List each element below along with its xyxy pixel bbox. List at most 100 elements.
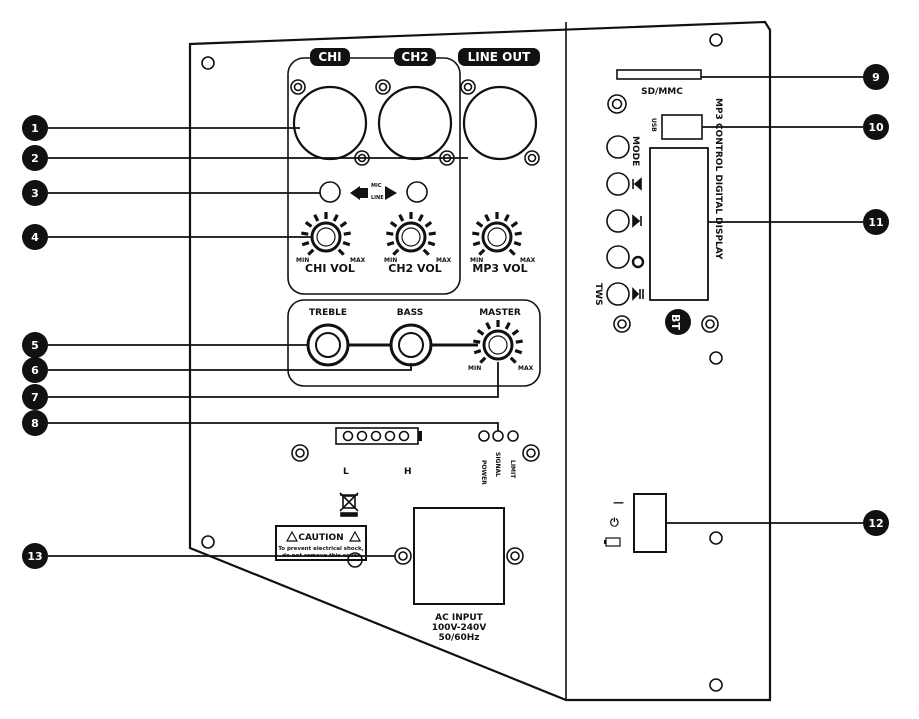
- master-volume-knob[interactable]: [473, 320, 523, 364]
- callout-11: 11: [708, 209, 889, 235]
- ch2-vol-label: CH2 VOL: [388, 262, 441, 275]
- svg-text:6: 6: [31, 364, 39, 377]
- callout-2: 2: [22, 145, 468, 171]
- usb-label: USB: [650, 118, 657, 132]
- led-l-label: L: [343, 467, 349, 477]
- svg-text:13: 13: [27, 550, 42, 563]
- play-pause-button[interactable]: [606, 282, 644, 306]
- repeat-button[interactable]: [606, 245, 645, 269]
- mounting-holes: [201, 33, 723, 692]
- master-max-label: MAX: [518, 365, 534, 372]
- ch1-vol-label: CHI VOL: [305, 262, 355, 275]
- mic-icon: [350, 186, 360, 200]
- callout-13: 13: [22, 543, 395, 569]
- svg-text:CHI: CHI: [318, 50, 341, 64]
- mp3-min-label: MIN: [470, 257, 483, 264]
- weee-bin-icon: [339, 492, 359, 517]
- treble-knob[interactable]: [306, 323, 350, 367]
- svg-text:1: 1: [31, 122, 39, 135]
- next-icon: [632, 214, 642, 228]
- ch2-mic-line-switch[interactable]: [406, 181, 428, 203]
- limit-led: [507, 430, 519, 442]
- hole-bt-left: [613, 315, 631, 333]
- led-h-label: H: [404, 467, 412, 477]
- power-on-icon: ⏻: [610, 516, 619, 529]
- digital-display: [649, 147, 709, 301]
- svg-text:CH2: CH2: [401, 50, 428, 64]
- svg-text:11: 11: [868, 216, 883, 229]
- play-pause-icon: [632, 287, 644, 301]
- callout-10: 10: [702, 114, 889, 140]
- bass-label: BASS: [397, 308, 423, 318]
- treble-label: TREBLE: [309, 308, 347, 318]
- ch2-header: CH2: [394, 48, 436, 66]
- callout-9: 9: [701, 64, 889, 90]
- battery-icon: [604, 537, 621, 547]
- tws-label: TWS: [593, 283, 603, 306]
- callout-7: 7: [22, 362, 499, 410]
- svg-text:10: 10: [868, 121, 884, 134]
- mode-button[interactable]: [606, 135, 630, 159]
- ch1-header: CHI: [310, 48, 350, 66]
- hole-caution: [347, 552, 363, 568]
- svg-text:LINE OUT: LINE OUT: [468, 50, 531, 64]
- ac-input-socket[interactable]: [413, 507, 505, 605]
- callout-1: 1: [22, 115, 300, 141]
- master-min-label: MIN: [468, 365, 481, 372]
- master-label: MASTER: [479, 308, 521, 318]
- ch1-max-label: MAX: [350, 257, 366, 264]
- svg-text:LINE: LINE: [371, 195, 384, 201]
- signal-label: SIGNAL: [494, 452, 501, 477]
- svg-text:To prevent electrical shock,: To prevent electrical shock,: [278, 546, 363, 552]
- ch2-volume-knob[interactable]: [386, 212, 436, 256]
- previous-button[interactable]: [606, 172, 642, 196]
- hole-bt-right: [701, 315, 719, 333]
- svg-text:2: 2: [31, 152, 39, 165]
- svg-text:CAUTION: CAUTION: [298, 533, 343, 543]
- svg-text:3: 3: [31, 187, 39, 200]
- ch1-input-jack[interactable]: [290, 79, 370, 166]
- previous-icon: [632, 177, 642, 191]
- ac-input-frequency: 50/60Hz: [438, 633, 479, 643]
- callout-5: 5: [22, 332, 308, 358]
- callout-6: 6: [22, 357, 412, 383]
- repeat-icon: [631, 255, 645, 269]
- next-button[interactable]: [606, 209, 642, 233]
- mic-line-indicator: MIC LINE: [350, 183, 397, 201]
- power-switch[interactable]: [633, 493, 667, 553]
- svg-text:9: 9: [872, 71, 880, 84]
- svg-text:BT: BT: [669, 314, 682, 330]
- hole-left-led: [291, 444, 309, 462]
- line-out-jack[interactable]: [460, 79, 540, 166]
- sd-card-slot[interactable]: [616, 69, 702, 80]
- power-label: POWER: [480, 460, 487, 485]
- display-label: MP3 CONTROL DIGITAL DISPLAY: [713, 98, 723, 260]
- callout-12: 12: [666, 510, 889, 536]
- svg-text:7: 7: [31, 391, 39, 404]
- power-led: [478, 430, 490, 442]
- limit-label: LIMIT: [509, 460, 516, 479]
- bluetooth-badge: BT: [665, 309, 691, 335]
- ch1-mic-line-switch[interactable]: [319, 181, 341, 203]
- svg-text:5: 5: [31, 339, 39, 352]
- svg-text:8: 8: [31, 417, 39, 430]
- caution-label: CAUTION To prevent electrical shock, do …: [275, 525, 367, 561]
- ac-input-voltage: 100V-240V: [432, 623, 487, 633]
- bass-knob[interactable]: [389, 323, 433, 367]
- mp3-volume-knob[interactable]: [472, 212, 522, 256]
- warning-icon: [285, 530, 299, 542]
- usb-port[interactable]: [661, 114, 703, 140]
- hole-sd: [607, 94, 627, 114]
- channel-group-box: [287, 57, 461, 295]
- mp3-max-label: MAX: [520, 257, 536, 264]
- tone-group-box: [287, 299, 541, 387]
- svg-text:12: 12: [868, 517, 883, 530]
- line-arrow-icon: [385, 186, 397, 200]
- mp3-vol-label: MP3 VOL: [472, 262, 527, 275]
- line-out-header: LINE OUT: [458, 48, 540, 66]
- callout-3: 3: [22, 180, 320, 206]
- ac-screw-right: [506, 547, 524, 565]
- callout-4: 4: [22, 224, 312, 250]
